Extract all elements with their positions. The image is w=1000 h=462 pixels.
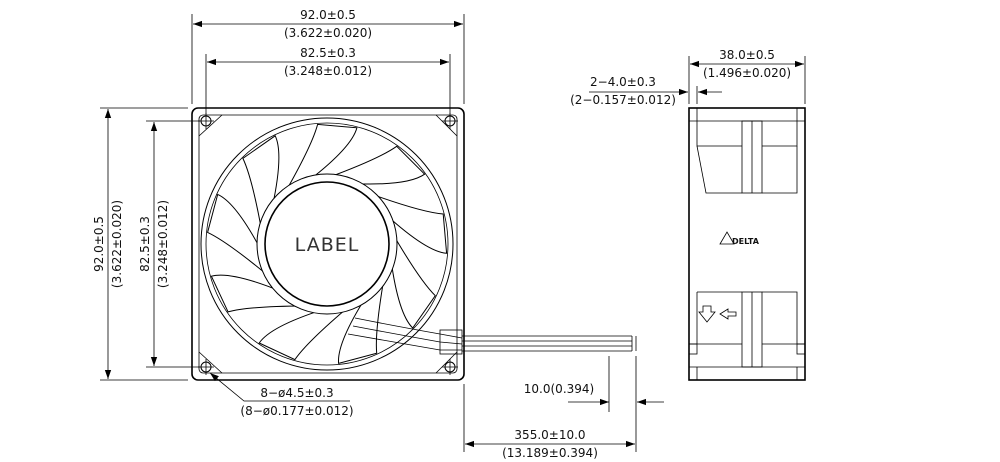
fan-blade	[390, 230, 436, 329]
overall-height-in: (3.622±0.020)	[110, 200, 124, 288]
hub	[264, 181, 390, 307]
rotation-arrow-icon	[719, 308, 737, 320]
lead-wires	[462, 335, 637, 352]
hub-label: LABEL	[295, 234, 360, 256]
fan-frame-inner	[198, 114, 458, 374]
venturi-ring-inner	[205, 122, 449, 366]
hole-spacing-width-in: (3.248±0.012)	[284, 64, 372, 78]
fan-blade	[325, 145, 426, 185]
delta-logo: DELTA	[719, 231, 760, 246]
cable-exit	[347, 317, 463, 355]
hole-spacing-width-mm: 82.5±0.3	[300, 46, 356, 60]
fan-blade	[367, 192, 448, 254]
mounting-hole	[198, 359, 214, 375]
holes-in: (8−ø0.177±0.012)	[240, 404, 353, 418]
dimension-lead-length: 355.0±10.0 (13.189±0.394)	[463, 384, 637, 460]
brand-logo-text: DELTA	[732, 237, 760, 246]
mounting-holes	[198, 113, 458, 375]
lead-length-mm: 355.0±10.0	[514, 428, 585, 442]
side-ribs-lower	[688, 291, 806, 368]
side-ribs-upper	[696, 120, 798, 194]
fan-blade	[338, 275, 385, 365]
fan-blade	[207, 193, 271, 279]
mounting-hole	[442, 113, 458, 129]
overall-height-mm: 92.0±0.5	[92, 216, 106, 272]
fan-blades	[207, 123, 448, 365]
overall-width-in: (3.622±0.020)	[284, 26, 372, 40]
dimension-hole-spacing-width: 82.5±0.3 (3.248±0.012)	[205, 46, 451, 114]
depth-in: (1.496±0.020)	[703, 66, 791, 80]
side-view: DELTA	[688, 107, 806, 381]
dimension-hole-spacing-height: 82.5±0.3 (3.248±0.012)	[138, 120, 200, 368]
overall-width-mm: 92.0±0.5	[300, 8, 356, 22]
venturi-ring	[200, 117, 454, 371]
fan-blade	[283, 123, 358, 195]
hole-spacing-height-mm: 82.5±0.3	[138, 216, 152, 272]
flange-mm: 2−4.0±0.3	[590, 75, 656, 89]
dimension-overall-height: 92.0±0.5 (3.622±0.020)	[92, 107, 188, 381]
dimension-depth: 38.0±0.5 (1.496±0.020)	[688, 48, 806, 104]
strip-length: 10.0(0.394)	[524, 382, 594, 396]
dimension-overall-width: 92.0±0.5 (3.622±0.020)	[191, 8, 465, 104]
dimension-strip-length: 10.0(0.394)	[524, 356, 664, 412]
holes-mm: 8−ø4.5±0.3	[260, 386, 333, 400]
fan-blade	[210, 274, 307, 313]
mounting-hole	[442, 359, 458, 375]
side-frame-outline	[688, 107, 806, 381]
mounting-hole	[198, 113, 214, 129]
hole-callout: 8−ø4.5±0.3 (8−ø0.177±0.012)	[209, 372, 354, 418]
flange-in: (2−0.157±0.012)	[570, 93, 676, 107]
fan-blade	[242, 135, 280, 235]
depth-mm: 38.0±0.5	[719, 48, 775, 62]
front-view: LABEL	[191, 107, 637, 381]
fan-blade	[258, 305, 352, 361]
airflow-arrow-icon	[698, 305, 716, 323]
hole-spacing-height-in: (3.248±0.012)	[156, 200, 170, 288]
dimension-flange: 2−4.0±0.3 (2−0.157±0.012)	[570, 75, 722, 107]
lead-length-in: (13.189±0.394)	[502, 446, 598, 460]
fan-frame-outline	[191, 107, 465, 381]
corner-webs	[198, 114, 458, 374]
